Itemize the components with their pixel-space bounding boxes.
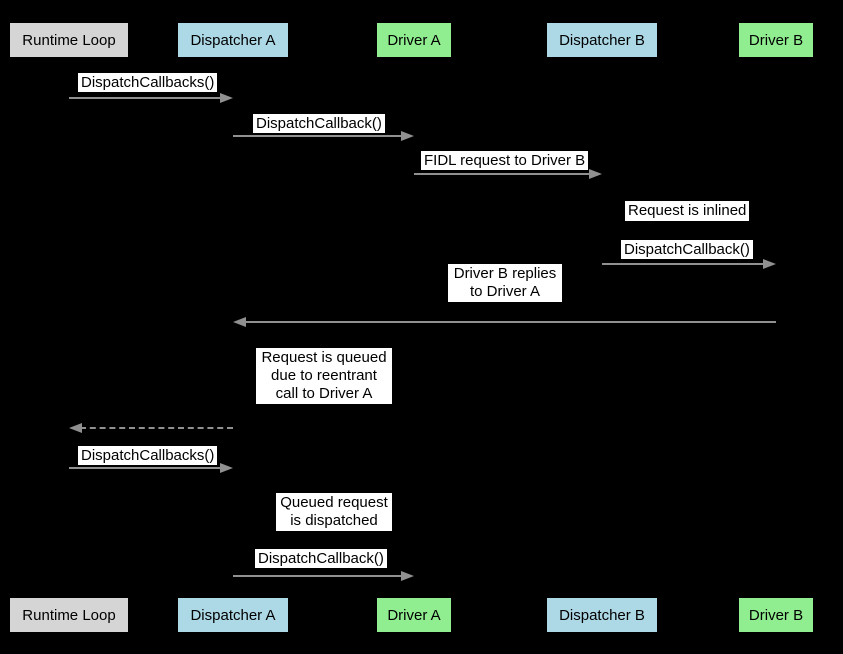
message-arrow-dispatchcallbacks-2 bbox=[69, 463, 233, 473]
arrow-shaft bbox=[80, 427, 233, 429]
message-label-dispatchcallback-1: DispatchCallback() bbox=[253, 114, 385, 133]
arrow-shaft bbox=[244, 321, 776, 323]
actor-dispatcher-b-top: Dispatcher B bbox=[547, 23, 657, 57]
note-request-is-inlined: Request is inlined bbox=[625, 201, 750, 221]
actor-dispatcher-a-top: Dispatcher A bbox=[178, 23, 288, 57]
arrow-shaft bbox=[233, 135, 403, 137]
message-arrow-fidl-request bbox=[414, 169, 602, 179]
arrowhead-right-icon bbox=[220, 463, 233, 473]
arrow-shaft bbox=[69, 97, 222, 99]
message-label-fidl-request: FIDL request to Driver B bbox=[421, 151, 589, 170]
message-arrow-dispatchcallbacks-1 bbox=[69, 93, 233, 103]
arrowhead-right-icon bbox=[220, 93, 233, 103]
message-label-dispatchcallback-3: DispatchCallback() bbox=[255, 549, 387, 568]
note-request-is-queued: Request is queued due to reentrant call … bbox=[256, 348, 392, 404]
arrow-shaft bbox=[69, 467, 222, 469]
message-arrow-dispatchcallback-1 bbox=[233, 131, 414, 141]
actor-runtime-loop-bottom: Runtime Loop bbox=[10, 598, 128, 632]
message-label-dispatchcallback-2: DispatchCallback() bbox=[621, 240, 753, 259]
note-queued-request-dispatched: Queued request is dispatched bbox=[276, 493, 392, 531]
note-driver-b-replies: Driver B replies to Driver A bbox=[448, 264, 562, 302]
message-arrow-driver-b-reply bbox=[233, 317, 776, 327]
actor-dispatcher-b-bottom: Dispatcher B bbox=[547, 598, 657, 632]
arrowhead-right-icon bbox=[763, 259, 776, 269]
actor-driver-b-top: Driver B bbox=[739, 23, 813, 57]
actor-driver-b-bottom: Driver B bbox=[739, 598, 813, 632]
message-arrow-dispatchcallback-2 bbox=[602, 259, 776, 269]
arrowhead-right-icon bbox=[401, 131, 414, 141]
message-arrow-dispatchcallback-3 bbox=[233, 571, 414, 581]
actor-runtime-loop-top: Runtime Loop bbox=[10, 23, 128, 57]
arrowhead-right-icon bbox=[589, 169, 602, 179]
arrow-shaft bbox=[233, 575, 403, 577]
actor-driver-a-bottom: Driver A bbox=[377, 598, 451, 632]
arrow-shaft bbox=[414, 173, 591, 175]
arrowhead-left-icon bbox=[69, 423, 82, 433]
actor-driver-a-top: Driver A bbox=[377, 23, 451, 57]
arrowhead-left-icon bbox=[233, 317, 246, 327]
arrow-shaft bbox=[602, 263, 765, 265]
message-arrow-dashed-return bbox=[69, 423, 233, 433]
message-label-dispatchcallbacks-2: DispatchCallbacks() bbox=[78, 446, 218, 465]
message-label-dispatchcallbacks-1: DispatchCallbacks() bbox=[78, 73, 218, 92]
arrowhead-right-icon bbox=[401, 571, 414, 581]
actor-dispatcher-a-bottom: Dispatcher A bbox=[178, 598, 288, 632]
